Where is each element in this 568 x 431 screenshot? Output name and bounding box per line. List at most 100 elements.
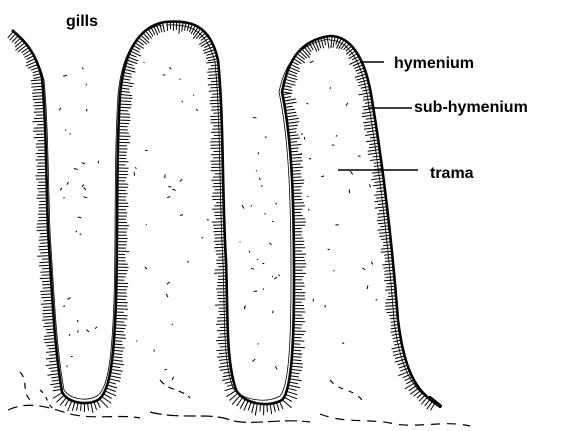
hymenium-hatch-mark bbox=[382, 264, 393, 265]
hymenium-hatch-mark bbox=[220, 362, 230, 363]
hymenium-hatch-mark bbox=[68, 401, 72, 412]
hymenium-hatch-mark bbox=[417, 393, 423, 398]
gill-middle-outline bbox=[165, 22, 330, 404]
hymenium-hatch-mark bbox=[129, 54, 137, 57]
hymenium-hatch-mark bbox=[52, 380, 60, 381]
trama-dot bbox=[67, 182, 69, 185]
hymenium-hatch-mark bbox=[37, 230, 48, 231]
hymenium-hatch-mark bbox=[211, 65, 219, 66]
trama-dot bbox=[193, 95, 194, 96]
hymenium-hatch-mark bbox=[370, 159, 381, 160]
label-sub-hymenium-text: sub-hymenium bbox=[414, 99, 528, 116]
hymenium-hatch-mark bbox=[15, 43, 25, 51]
hymenium-hatch-mark bbox=[111, 366, 120, 367]
trama-dot bbox=[74, 169, 78, 170]
trama-dot bbox=[367, 285, 368, 289]
hymenium-hatch-mark bbox=[291, 369, 302, 370]
hymenium-hatch-mark bbox=[108, 382, 116, 384]
hymenium-hatch-mark bbox=[115, 325, 126, 326]
hymenium-hatch-mark bbox=[94, 402, 97, 410]
trama-dot bbox=[187, 261, 188, 263]
hymenium-hatch-mark bbox=[114, 338, 126, 339]
hymenium-hatch-mark bbox=[380, 226, 389, 227]
hymenium-hatch-mark bbox=[289, 138, 300, 139]
hymenium-hatch-mark bbox=[115, 328, 126, 329]
hymenium-hatch-mark bbox=[389, 315, 397, 316]
hymenium-hatch-mark bbox=[283, 89, 293, 91]
hymenium-hatch-mark bbox=[40, 272, 50, 273]
hymenium-hatch-mark bbox=[208, 78, 220, 79]
hymenium-hatch-mark bbox=[385, 302, 396, 303]
hymenium-hatch-mark bbox=[287, 118, 299, 120]
hymenium-hatch-mark bbox=[41, 297, 52, 298]
hymenium-hatch-mark bbox=[430, 403, 435, 410]
hymenium-hatch-mark bbox=[112, 360, 123, 361]
hymenium-hatch-mark bbox=[211, 81, 220, 82]
hymenium-hatch-mark bbox=[387, 312, 398, 313]
hymenium-hatch-mark bbox=[363, 99, 372, 100]
hymenium-hatch-mark bbox=[364, 127, 376, 129]
trama-dot bbox=[95, 327, 97, 329]
hymenium-hatch-mark bbox=[293, 347, 305, 348]
hymenium-hatch-mark bbox=[378, 223, 389, 224]
hymenium-hatch-mark bbox=[373, 156, 381, 157]
hymenium-hatch-mark bbox=[46, 329, 55, 330]
hymenium-hatch-mark bbox=[39, 246, 50, 247]
hymenium-hatch-mark bbox=[219, 353, 229, 354]
hymenium-hatch-mark bbox=[284, 99, 296, 101]
hymenium-hatch-mark bbox=[15, 40, 23, 47]
hymenium-hatch-mark bbox=[115, 322, 124, 323]
trama-dot bbox=[300, 354, 301, 356]
hymenium-hatch-mark bbox=[107, 385, 117, 388]
hymenium-hatch-mark bbox=[139, 38, 147, 45]
hymenium-hatch-mark bbox=[394, 340, 402, 341]
trama-dot bbox=[67, 298, 71, 300]
hymenium-hatch-mark bbox=[124, 69, 135, 72]
hymenium-hatch-mark bbox=[116, 309, 128, 310]
hymenium-hatch-mark bbox=[31, 80, 42, 81]
hymenium-hatch-mark bbox=[212, 94, 220, 95]
trama-dot bbox=[165, 369, 167, 370]
gill-left-outline bbox=[12, 22, 165, 403]
hymenium-hatch-mark bbox=[227, 384, 234, 386]
hymenium-hatch-mark bbox=[120, 104, 132, 105]
hymenium-hatch-mark bbox=[365, 134, 377, 136]
trama-dot bbox=[276, 203, 277, 204]
hymenium-hatch-mark bbox=[39, 236, 48, 237]
hymenium-hatch-mark bbox=[40, 243, 49, 244]
hymenium-hatch-mark bbox=[42, 281, 51, 282]
hymenium-hatch-mark bbox=[375, 200, 387, 201]
hymenium-hatch-mark bbox=[381, 239, 390, 240]
hymenium-hatch-mark bbox=[39, 240, 49, 241]
hymenium-hatch-mark bbox=[292, 180, 304, 181]
hymenium-hatch-mark bbox=[77, 402, 78, 410]
hymenium-hatch-mark bbox=[292, 357, 302, 358]
trama-dot bbox=[60, 188, 62, 191]
hymenium-hatch-mark bbox=[27, 56, 34, 60]
hymenium-hatch-mark bbox=[35, 109, 44, 110]
hymenium-hatch-mark bbox=[97, 401, 100, 408]
hymenium-hatch-mark bbox=[43, 326, 54, 327]
hymenium-hatch-mark bbox=[111, 369, 123, 371]
hymenium-hatch-mark bbox=[122, 82, 134, 84]
hymenium-hatch-mark bbox=[40, 291, 52, 292]
hymenium-hatch-mark bbox=[207, 71, 219, 72]
hymenium-hatch-mark bbox=[125, 66, 135, 69]
hymenium-hatch-mark bbox=[113, 350, 123, 351]
hymenium-hatch-mark bbox=[378, 229, 390, 230]
trama-dot bbox=[309, 158, 311, 159]
hymenium-hatch-mark bbox=[384, 270, 393, 271]
hymenium-hatch-mark bbox=[388, 293, 396, 294]
hymenium-hatch-mark bbox=[50, 383, 60, 385]
trama-dot bbox=[182, 101, 183, 102]
hymenium-hatch-mark bbox=[388, 296, 396, 297]
hymenium-hatch-mark bbox=[393, 353, 404, 356]
hymenium-hatch-mark bbox=[43, 310, 53, 311]
hymenium-hatch-mark bbox=[220, 346, 229, 347]
hymenium-hatch-mark bbox=[291, 164, 301, 165]
trama-dot bbox=[172, 377, 173, 380]
hymenium-hatch-mark bbox=[373, 175, 383, 176]
hymenium-hatch-mark bbox=[362, 115, 374, 117]
hymenium-hatch-mark bbox=[384, 254, 392, 255]
